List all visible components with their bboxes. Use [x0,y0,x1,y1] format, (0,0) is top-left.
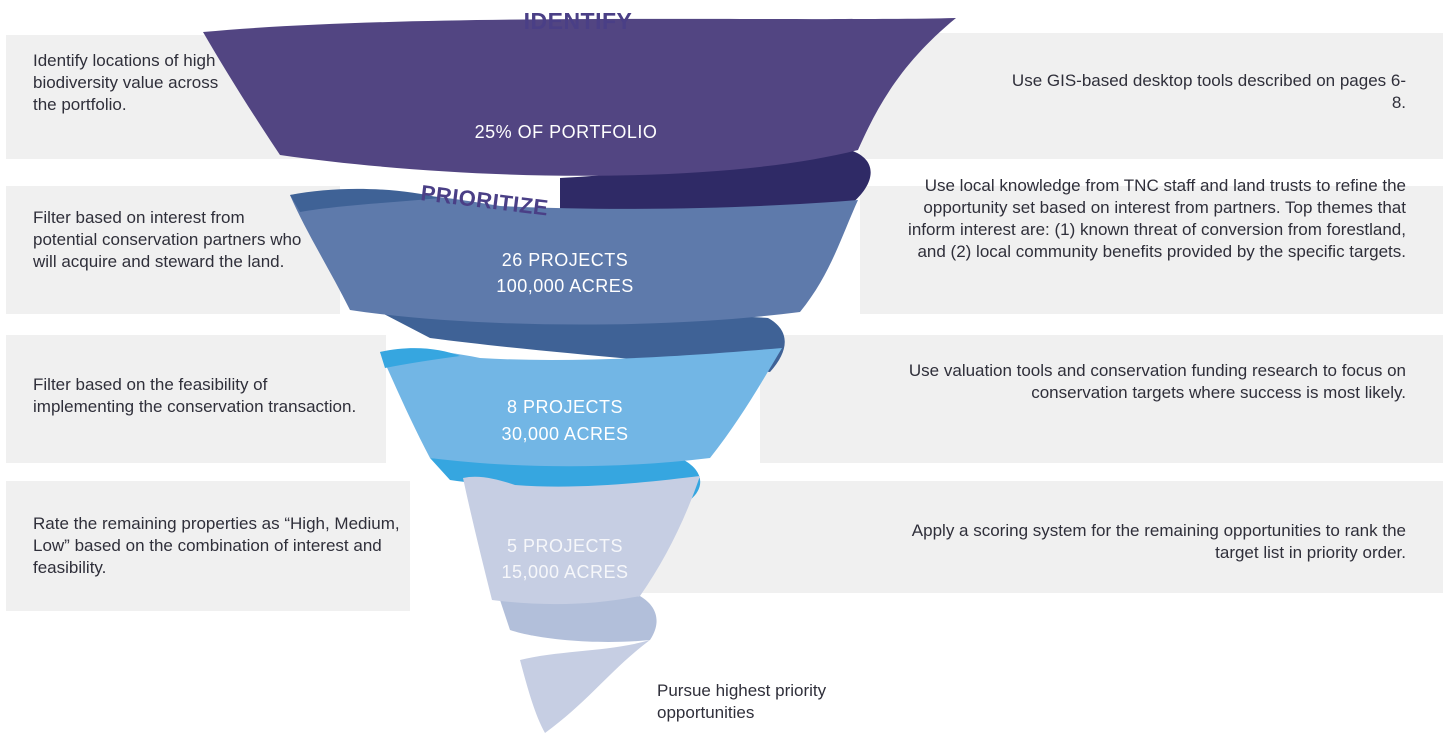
stage-4-funnel [463,476,700,605]
stage-1-label: 25% OF PORTFOLIO [475,122,658,142]
stage-1-left-text: Identify locations of high biodiversity … [33,51,219,114]
stage-4-label-acres: 15,000 ACRES [501,562,628,582]
stage-3-label-projects: 8 PROJECTS [507,397,623,417]
stage-2-label-acres: 100,000 ACRES [496,276,634,296]
stage-3-right-band [760,335,1443,463]
stage-2-left-band [6,186,340,314]
stage-1-funnel [203,18,956,176]
stage-4-left-band [6,481,410,611]
stage-3-label-acres: 30,000 ACRES [501,424,628,444]
stage-4-left-text: Rate the remaining properties as “High, … [33,514,400,577]
stage-3-funnel [380,348,782,467]
stage-1-swirl [560,150,871,219]
stage-4-right-text: Apply a scoring system for the remaining… [911,521,1406,562]
stage-3-left-text: Filter based on the feasibility of imple… [33,375,357,416]
stage-3-curl [380,348,460,368]
stage-1-right-text: Use GIS-based desktop tools described on… [1011,71,1406,112]
stage-2-right-band [860,186,1443,314]
stage-2-right-text: Use local knowledge from TNC staff and l… [908,176,1406,261]
funnel-tip [520,640,650,733]
stage-2-left-text: Filter based on interest from potential … [33,208,302,271]
stage-3-right-text: Use valuation tools and conservation fun… [908,361,1406,402]
stage-4-right-band [640,481,1443,593]
identify-heading: IDENTIFY [524,8,633,34]
final-step-text: Pursue highest priority opportunities [657,681,827,722]
stage-4-label-projects: 5 PROJECTS [507,536,623,556]
stage-3-left-band [6,335,386,463]
stage-1-right-band [860,33,1443,159]
stage-4-swirl [500,596,657,642]
stage-2-label-projects: 26 PROJECTS [502,250,629,270]
stage-2-curl [290,188,440,212]
stage-2-funnel [290,191,858,325]
